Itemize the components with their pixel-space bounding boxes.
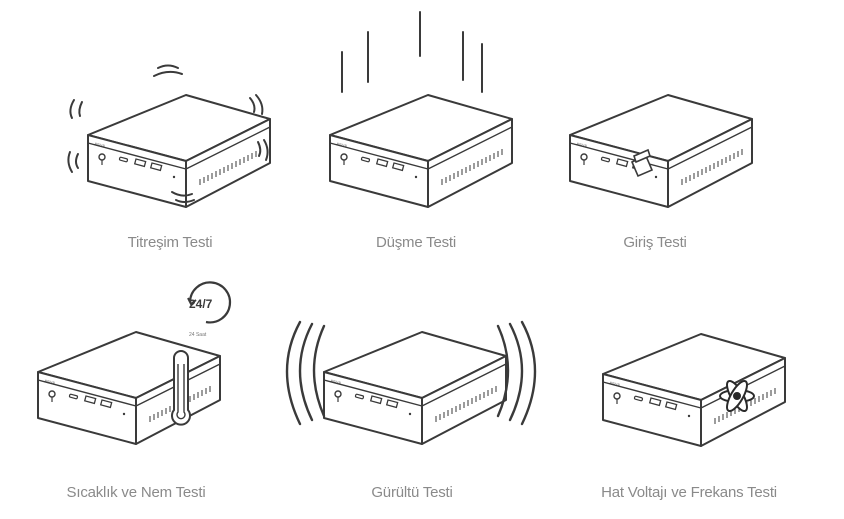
mini-pc-illustration: ASUS bbox=[323, 331, 507, 445]
test-card-line-voltage-frequency: ASUS Hat Voltajı ve Frekans Testi bbox=[595, 330, 795, 501]
test-card-noise: ASUS Gürültü Testi bbox=[285, 320, 540, 501]
port-insertion-icon: ASUS bbox=[569, 94, 753, 208]
svg-text:ASUS: ASUS bbox=[576, 141, 588, 149]
test-label: Düşme Testi bbox=[375, 234, 457, 251]
test-card-port-insertion: ASUS Giriş Testi bbox=[560, 70, 760, 251]
test-label: Hat Voltajı ve Frekans Testi bbox=[601, 484, 777, 501]
mini-pc-illustration: ASUS bbox=[602, 333, 786, 447]
sound-waves-icon: ASUS bbox=[285, 320, 537, 445]
mini-pc-illustration: ASUS bbox=[87, 94, 271, 208]
badge-caption: 24 Saat bbox=[189, 332, 207, 338]
test-label: Sıcaklık ve Nem Testi bbox=[66, 484, 206, 501]
test-card-vibration: ASUS Titreşim Testi bbox=[60, 60, 290, 251]
atom-icon: ASUS bbox=[602, 333, 786, 447]
svg-text:ASUS: ASUS bbox=[336, 141, 348, 149]
thermometer-icon: ASUS bbox=[37, 281, 232, 445]
mini-pc-illustration: ASUS bbox=[329, 94, 513, 208]
svg-text:ASUS: ASUS bbox=[330, 378, 342, 386]
mini-pc-illustration: ASUS bbox=[37, 331, 221, 445]
test-label: Titreşim Testi bbox=[127, 234, 213, 251]
svg-text:ASUS: ASUS bbox=[609, 380, 621, 388]
test-card-drop: ASUS Düşme Testi bbox=[320, 10, 520, 251]
vibration-icon: ASUS bbox=[67, 64, 271, 208]
svg-text:ASUS: ASUS bbox=[94, 141, 106, 149]
drop-icon: ASUS bbox=[329, 11, 513, 208]
test-label: Gürültü Testi bbox=[371, 484, 453, 501]
mini-pc-illustration: ASUS bbox=[569, 94, 753, 208]
test-label: Giriş Testi bbox=[623, 234, 687, 251]
test-card-temperature-humidity: ASUS 24/7 24 Saat Sıcaklık ve Nem Testi bbox=[30, 280, 270, 501]
svg-text:ASUS: ASUS bbox=[44, 378, 56, 386]
badge-24-7: 24/7 bbox=[189, 297, 213, 311]
